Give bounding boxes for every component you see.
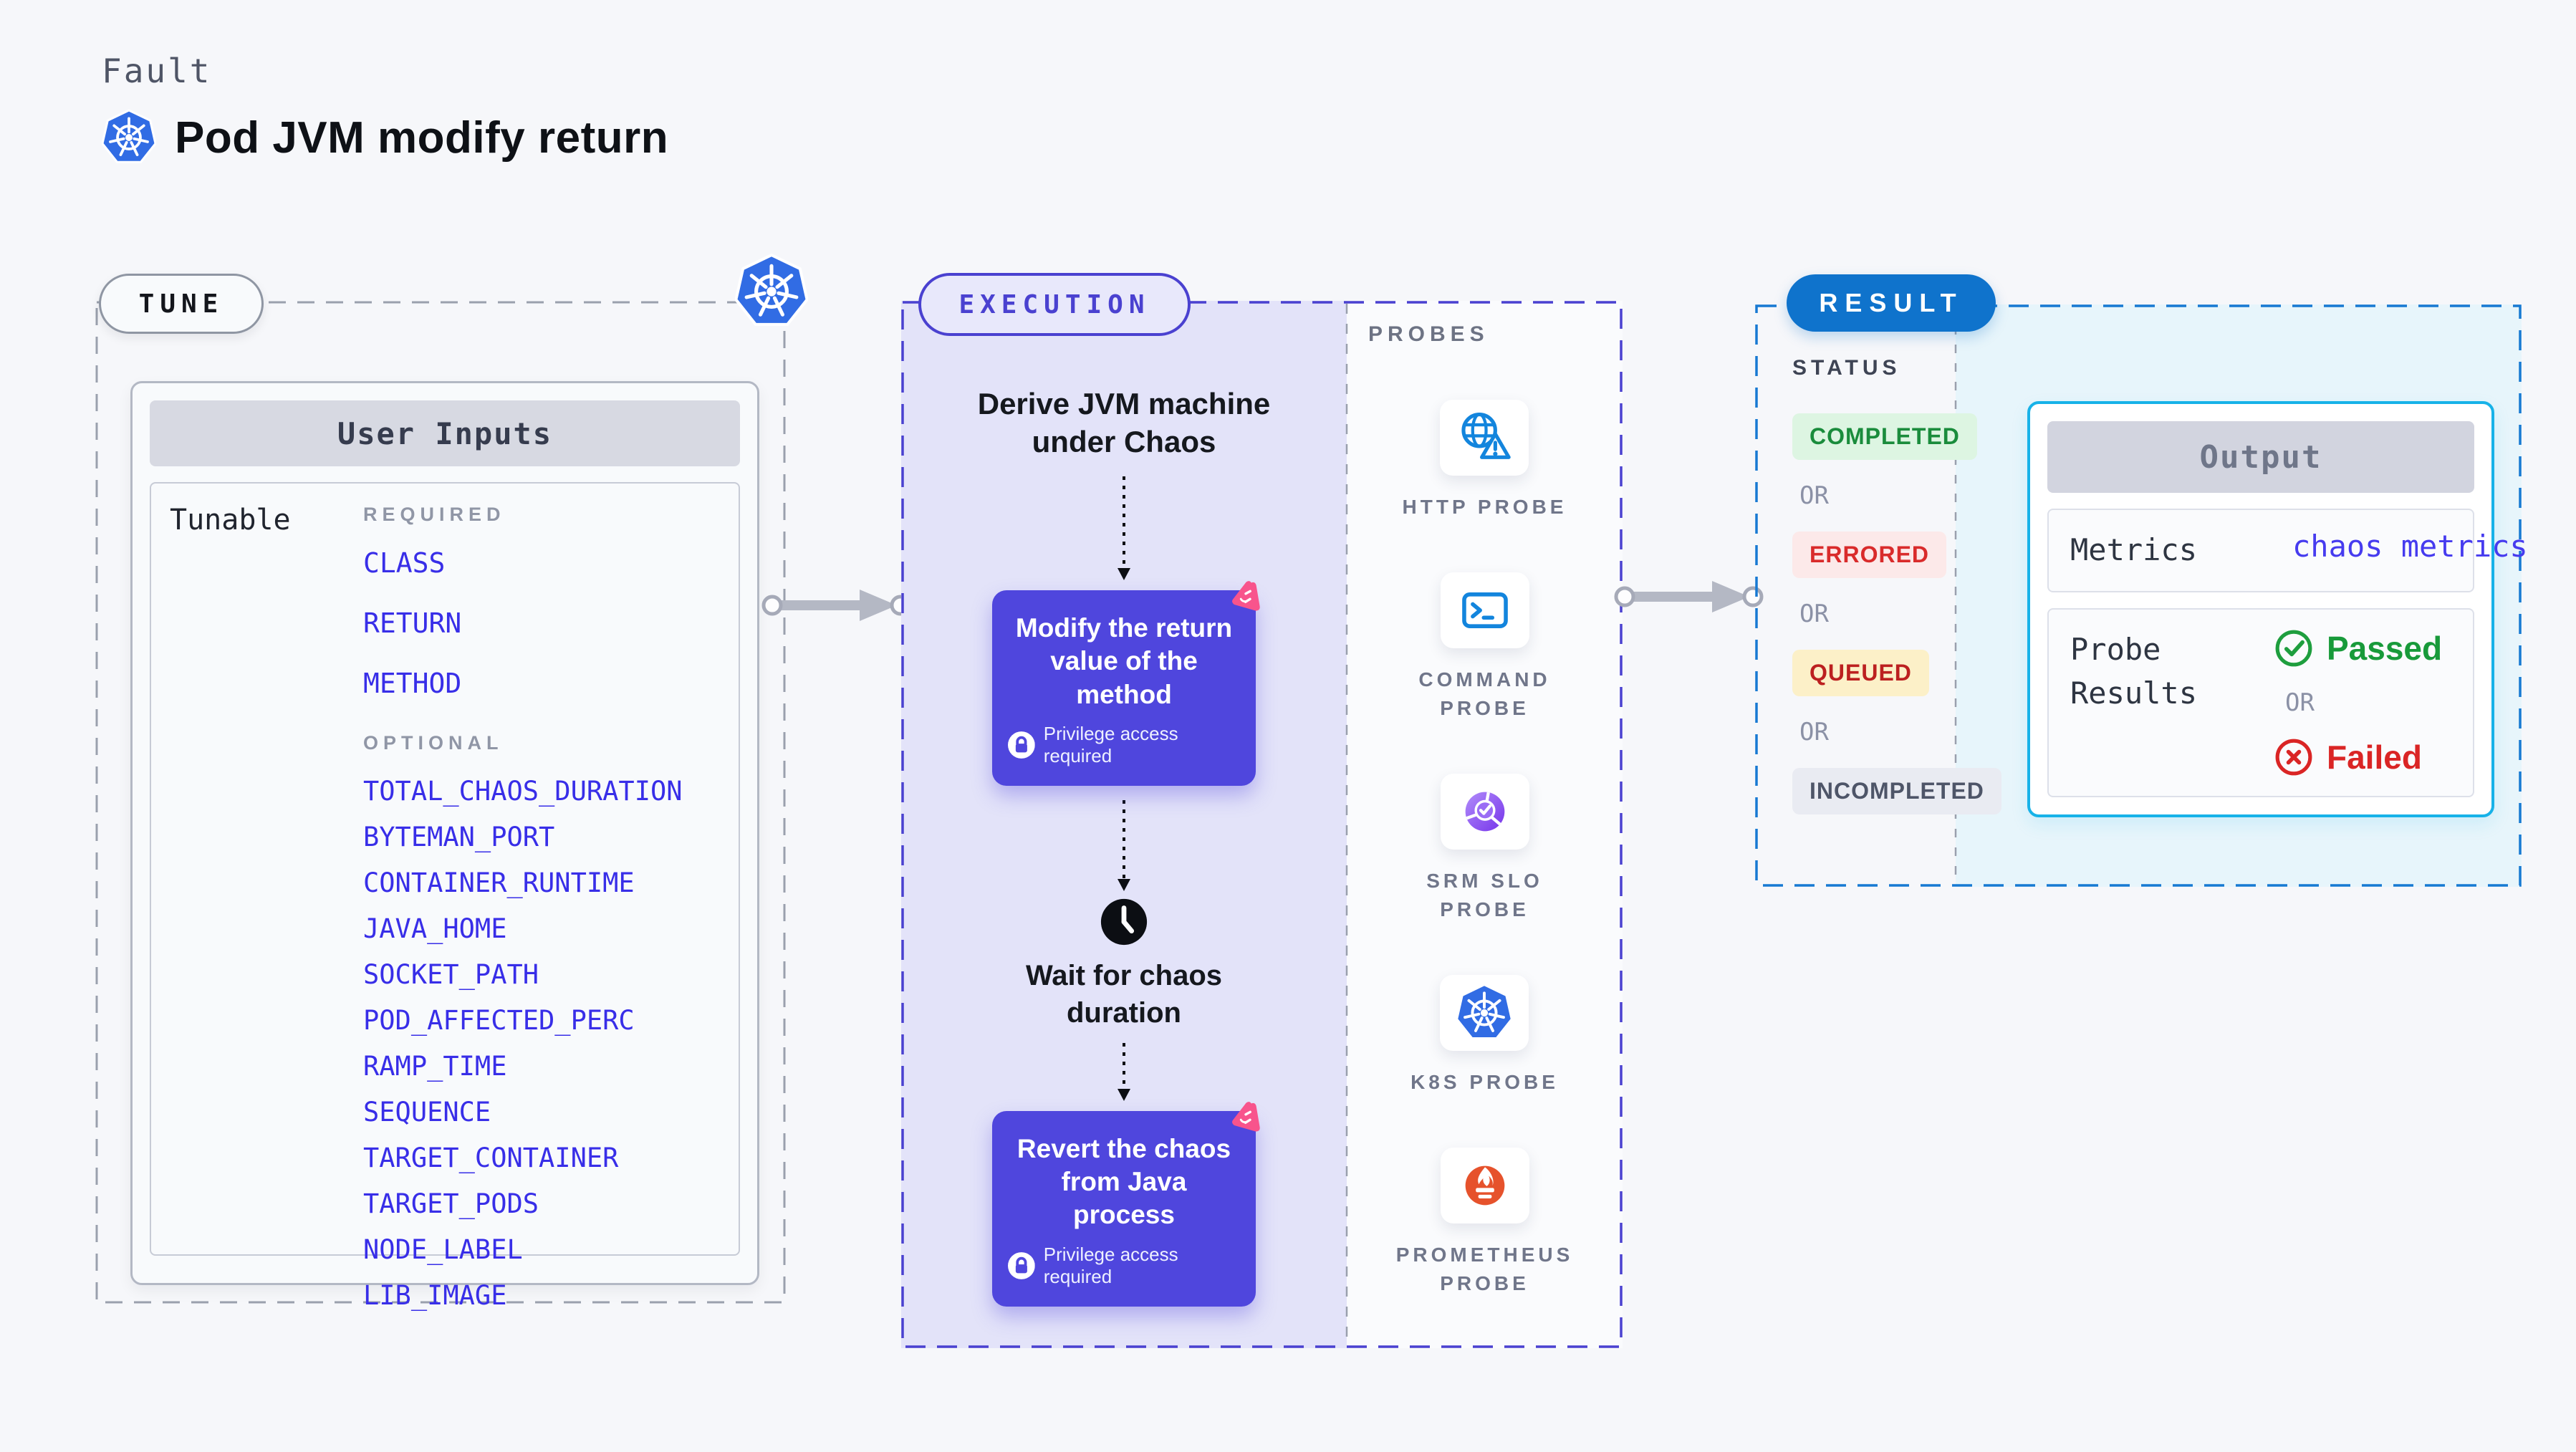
- modify-action-box: Modify the return value of the method Pr…: [992, 590, 1256, 786]
- execution-flow: Derive JVM machine under Chaos Modify th…: [901, 301, 1347, 1307]
- user-inputs-card: User Inputs Tunable REQUIRED CLASS RETURN…: [130, 381, 759, 1311]
- tunable-param: NODE_LABEL: [363, 1234, 523, 1265]
- probe-label: PROMETHEUS PROBE: [1395, 1243, 1574, 1295]
- probe-item: K8S PROBE: [1410, 974, 1559, 1097]
- probe-label: COMMAND PROBE: [1418, 668, 1551, 720]
- metrics-row: Metrics chaos metrics: [2047, 509, 2528, 592]
- probes-column: PROBES HTTP PROBE COMMAND PROBE SRM SLO PR…: [1347, 301, 1623, 1348]
- execution-badge: EXECUTION: [918, 273, 1191, 336]
- derive-step-text: Derive JVM machine under Chaos: [977, 387, 1271, 458]
- probes-list: HTTP PROBE COMMAND PROBE SRM SLO PROBE K8S …: [1347, 400, 1623, 1299]
- tunable-param: SOCKET_PATH: [363, 959, 539, 990]
- execution-section: EXECUTION Derive JVM machine under Chaos…: [901, 273, 1623, 1348]
- metrics-value: chaos metrics: [2292, 529, 2528, 564]
- tunable-param: SEQUENCE: [363, 1097, 491, 1128]
- slo-gauge-icon: [1440, 773, 1529, 850]
- privilege-note-text: Privilege access required: [1043, 722, 1178, 766]
- optional-group-label: OPTIONAL: [363, 732, 504, 754]
- output-title: Output: [2047, 421, 2474, 493]
- tunable-param: POD_AFFECTED_PERC: [363, 1005, 635, 1036]
- chaos-icon: [1227, 577, 1267, 617]
- or-label: OR: [1799, 481, 1829, 510]
- status-badge-queued: QUEUED: [1792, 650, 1929, 696]
- probe-item: SRM SLO PROBE: [1392, 773, 1578, 925]
- tunable-param: METHOD: [363, 668, 462, 699]
- privilege-note: Privilege access required: [1008, 1244, 1240, 1288]
- page-header: Pod JVM modify return: [102, 109, 668, 166]
- tunable-param: CLASS: [363, 547, 446, 579]
- flow-arrow-down: [1118, 476, 1130, 580]
- required-group-label: REQUIRED: [363, 504, 506, 525]
- flow-arrow-down: [1118, 799, 1130, 891]
- status-list: COMPLETED OR ERRORED OR QUEUED OR INCOMPLETED: [1792, 413, 2001, 814]
- clock-icon: [1099, 897, 1149, 947]
- tunable-param: JAVA_HOME: [363, 913, 507, 944]
- tunable-param: BYTEMAN_PORT: [363, 822, 555, 852]
- tunable-param: RETURN: [363, 607, 462, 639]
- status-badge-incompleted: INCOMPLETED: [1792, 768, 2001, 814]
- globe-warning-icon: [1440, 400, 1529, 476]
- tunable-param: CONTAINER_RUNTIME: [363, 867, 635, 898]
- optional-param-list: TOTAL_CHAOS_DURATION BYTEMAN_PORT CONTAINE…: [363, 776, 683, 1326]
- wait-step-text: Wait for chaos duration: [1025, 959, 1223, 1029]
- user-inputs-list: Tunable REQUIRED CLASS RETURN METHOD OPTIO…: [150, 482, 740, 1311]
- tune-badge: TUNE: [99, 274, 264, 334]
- passed-line: Passed: [2274, 628, 2442, 668]
- chaos-icon: [1227, 1098, 1267, 1138]
- status-badge-errored: ERRORED: [1792, 532, 1947, 578]
- probe-item: COMMAND PROBE: [1392, 572, 1578, 723]
- or-label: OR: [1799, 600, 1829, 628]
- flow-arrow-down: [1118, 1042, 1130, 1101]
- tunable-param: LIB_IMAGE: [363, 1280, 507, 1311]
- terminal-icon: [1440, 572, 1529, 648]
- kubernetes-icon: [102, 109, 156, 166]
- check-circle-icon: [2274, 628, 2314, 668]
- passed-label: Passed: [2327, 629, 2443, 667]
- tune-to-execution-arrow: [761, 584, 911, 627]
- tunable-param: TARGET_CONTAINER: [363, 1143, 619, 1173]
- status-badge-completed: COMPLETED: [1792, 413, 1977, 460]
- probe-item: HTTP PROBE: [1403, 400, 1567, 522]
- kubernetes-icon: [1440, 974, 1529, 1051]
- probe-item: PROMETHEUS PROBE: [1392, 1147, 1578, 1299]
- x-circle-icon: [2274, 737, 2314, 777]
- failed-label: Failed: [2327, 738, 2422, 776]
- fault-kicker: Fault: [102, 52, 212, 90]
- probe-label: K8S PROBE: [1410, 1070, 1559, 1093]
- probe-results-row: Probe Results Passed OR Failed: [2047, 607, 2474, 797]
- page-title: Pod JVM modify return: [175, 112, 669, 163]
- kubernetes-icon: [735, 254, 808, 330]
- privilege-note-text: Privilege access required: [1043, 1243, 1178, 1287]
- prometheus-icon: [1440, 1147, 1529, 1223]
- tunable-param: RAMP_TIME: [363, 1051, 507, 1082]
- or-label: OR: [2285, 688, 2315, 717]
- modify-action-title: Modify the return value of the method: [1015, 613, 1233, 709]
- user-inputs-title: User Inputs: [150, 400, 740, 466]
- tunable-param: TARGET_PODS: [363, 1188, 539, 1219]
- metrics-label: Metrics: [2070, 532, 2198, 567]
- probes-label: PROBES: [1368, 322, 1489, 346]
- tunable-param: TOTAL_CHAOS_DURATION: [363, 776, 683, 807]
- failed-line: Failed: [2274, 737, 2442, 777]
- lock-icon: [1008, 1251, 1035, 1280]
- execution-to-result-arrow: [1613, 575, 1764, 618]
- or-label: OR: [1799, 718, 1829, 746]
- revert-action-title: Revert the chaos from Java process: [1017, 1133, 1231, 1230]
- probe-label: SRM SLO PROBE: [1426, 869, 1543, 921]
- lock-icon: [1008, 731, 1035, 759]
- revert-action-box: Revert the chaos from Java process Privi…: [992, 1111, 1256, 1307]
- status-column: STATUS COMPLETED OR ERRORED OR QUEUED OR INCOM…: [1792, 356, 2001, 814]
- status-label: STATUS: [1792, 356, 1901, 380]
- result-badge: RESULT: [1787, 274, 1996, 332]
- tunable-label: Tunable: [170, 504, 291, 537]
- output-card: Output Metrics chaos metrics Probe Resul…: [2027, 401, 2528, 817]
- probe-label: HTTP PROBE: [1402, 496, 1567, 518]
- required-param-list: CLASS RETURN METHOD: [363, 547, 683, 728]
- probe-results-label: Probe Results: [2070, 631, 2198, 711]
- privilege-note: Privilege access required: [1008, 723, 1240, 767]
- result-section: RESULT STATUS COMPLETED OR ERRORED OR QUEUED…: [1755, 274, 2528, 887]
